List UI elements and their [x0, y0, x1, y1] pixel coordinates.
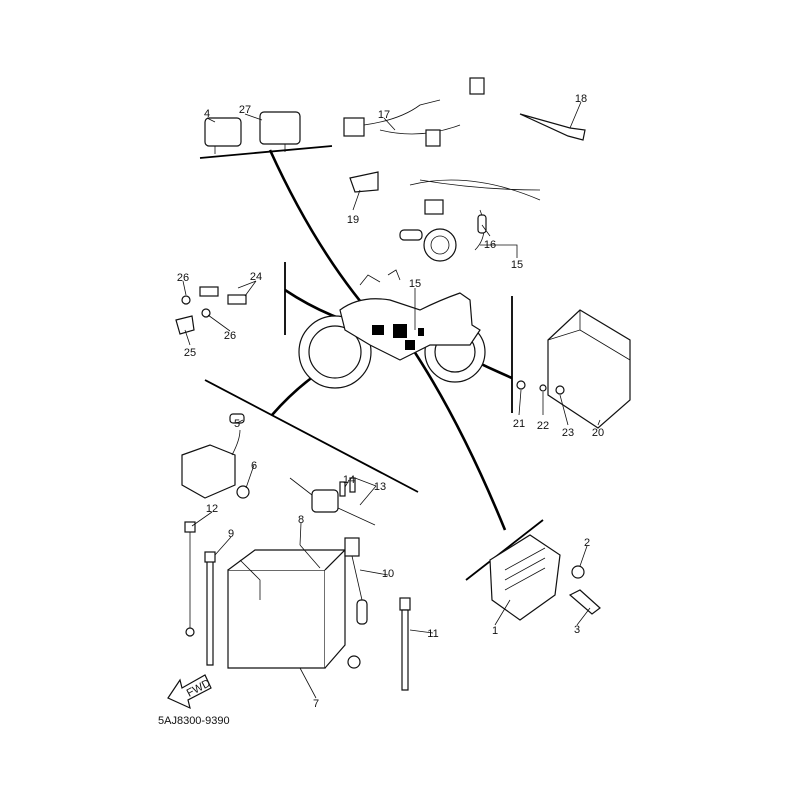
separator-regulator: [465, 519, 544, 581]
leader-lines: [182, 101, 601, 699]
callout-12: 12: [206, 503, 218, 515]
callout-21: 21: [513, 418, 525, 430]
battery-cables: [184, 521, 216, 666]
callout-1: 1: [492, 625, 498, 637]
component-marker: [393, 324, 407, 338]
callout-26: 26: [224, 330, 236, 342]
callout-9: 9: [228, 528, 234, 540]
relay-4: [204, 117, 242, 154]
lead-wire: [344, 537, 368, 669]
cable-tie-18: [519, 113, 586, 141]
component-marker: [405, 340, 415, 350]
diagram-code: 5AJ8300-9390: [158, 715, 230, 727]
callout-2: 2: [584, 537, 590, 549]
callout-15: 15: [409, 278, 421, 290]
separator-relays: [199, 145, 333, 159]
callout-6: 6: [251, 460, 257, 472]
ecu-unit: [516, 309, 631, 429]
callout-labels: 4 27 17 18 19 16 15 15 26 24 25 26 5 6 1…: [177, 93, 604, 710]
callout-27: 27: [239, 104, 251, 116]
motorcycle-outline: [298, 269, 486, 389]
svg-text:FWD: FWD: [185, 677, 213, 699]
callout-13: 13: [374, 481, 386, 493]
callout-24: 24: [250, 271, 262, 283]
callout-18: 18: [575, 93, 587, 105]
rectifier-regulator: [489, 534, 601, 621]
callout-26: 26: [177, 272, 189, 284]
fwd-arrow-icon: FWD: [167, 674, 213, 710]
callout-19: 19: [347, 214, 359, 226]
component-marker: [372, 325, 384, 335]
clip-19: [349, 171, 379, 193]
callout-8: 8: [298, 514, 304, 526]
callout-25: 25: [184, 347, 196, 359]
callout-11: 11: [427, 628, 438, 640]
callout-16: 16: [484, 239, 496, 251]
callout-10: 10: [382, 568, 394, 580]
callout-3: 3: [574, 624, 580, 636]
starter-relay: [181, 413, 250, 499]
wire-harness-sub: [343, 77, 485, 147]
cable-tie-11: [399, 597, 411, 691]
callout-23: 23: [562, 427, 574, 439]
callout-14: 14: [343, 474, 355, 486]
relay-27: [259, 111, 301, 152]
callout-7: 7: [313, 698, 319, 710]
separator-battery: [204, 379, 419, 493]
fuse-holder: [289, 477, 376, 526]
connector-line: [408, 344, 507, 531]
callout-5: 5: [234, 418, 240, 430]
component-marker: [418, 328, 424, 336]
sensor-parts: [175, 286, 247, 335]
callout-4: 4: [204, 108, 210, 120]
callout-20: 20: [592, 427, 604, 439]
callout-17: 17: [378, 109, 390, 121]
callout-15: 15: [511, 259, 523, 271]
main-wire-harness: [399, 179, 541, 262]
battery: [227, 544, 347, 669]
callout-22: 22: [537, 420, 549, 432]
